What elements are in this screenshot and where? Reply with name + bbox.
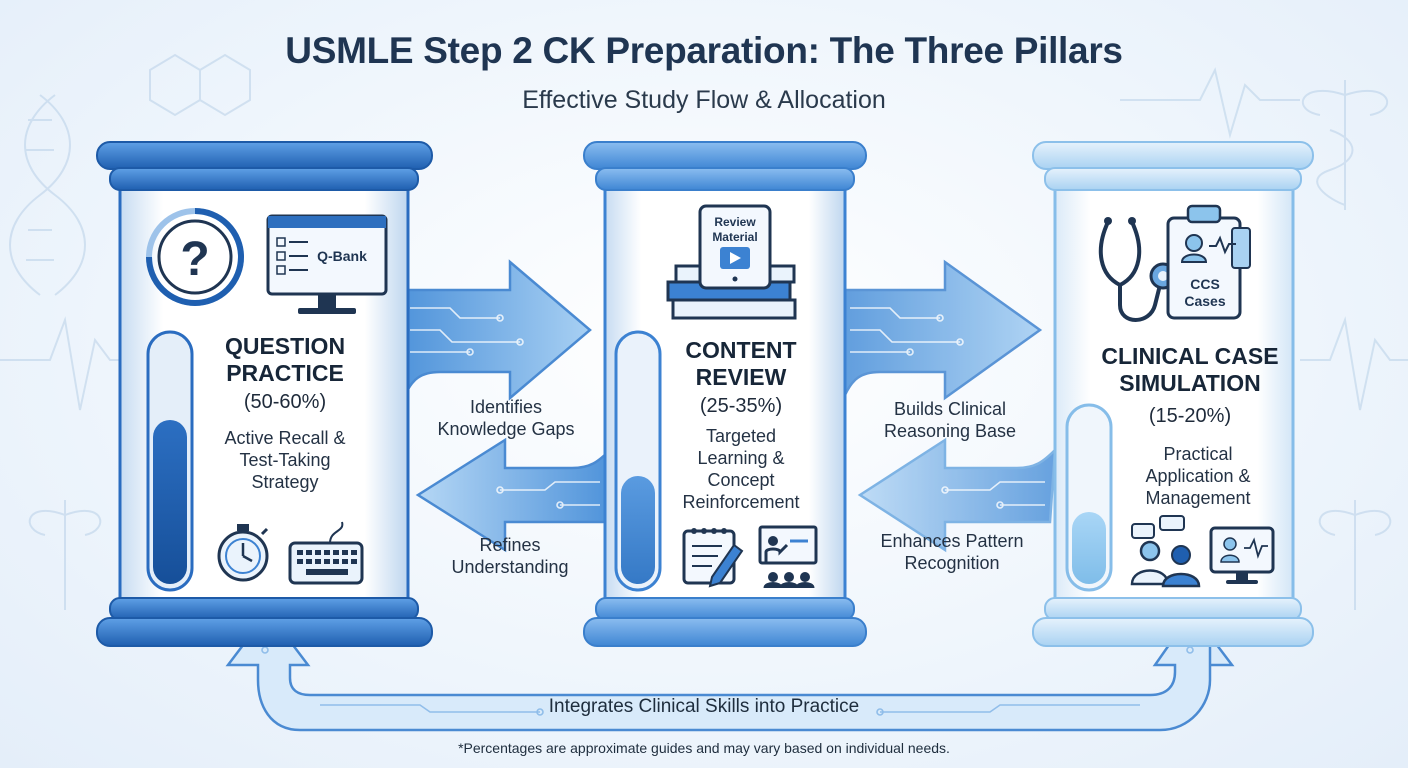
pillar-name-line2: PRACTICE xyxy=(226,360,344,386)
svg-text:?: ? xyxy=(180,233,209,286)
ccs-label-2: Cases xyxy=(1184,293,1225,309)
desc-line: Targeted xyxy=(705,426,777,446)
ccs-label-1: CCS xyxy=(1190,276,1220,292)
review-material-tablet-icon: Review Material xyxy=(666,204,797,320)
pillar-clinical-case-simulation-text: CLINICAL CASE SIMULATION (15-20%) Practi… xyxy=(1090,343,1290,509)
connector-label-ccs-to-qp: Integrates Clinical Skills into Practice xyxy=(548,696,860,717)
arrow-ccs-to-cr xyxy=(857,437,1057,553)
desc-line: Active Recall & xyxy=(224,428,346,448)
connector-line: Recognition xyxy=(904,553,1000,573)
desc-line: Test-Taking xyxy=(239,450,331,470)
connector-line: Refines xyxy=(479,535,541,555)
progress-tube-clinical-case-simulation xyxy=(1065,403,1113,592)
page-title: USMLE Step 2 CK Preparation: The Three P… xyxy=(285,30,1123,71)
notepad-pencil-icon xyxy=(682,528,744,588)
pillar-name-line1: CONTENT xyxy=(685,337,797,363)
progress-tube-question-practice xyxy=(146,330,194,592)
connector-line: Knowledge Gaps xyxy=(437,419,575,439)
keyboard-icon xyxy=(288,521,364,585)
progress-fill-question-practice xyxy=(153,420,187,584)
pillar-name-line2: SIMULATION xyxy=(1119,370,1261,396)
connector-label-cr-to-qp: Refines Understanding xyxy=(425,534,595,578)
stopwatch-icon xyxy=(217,524,269,582)
desc-line: Practical xyxy=(1163,444,1233,464)
desc-line: Concept xyxy=(707,470,775,490)
qbank-label: Q-Bank xyxy=(317,248,367,264)
pillar-description: Active Recall & Test-Taking Strategy xyxy=(200,427,370,493)
connector-line: Reasoning Base xyxy=(883,421,1017,441)
arrow-cr-to-qp xyxy=(415,437,612,553)
page-subtitle: Effective Study Flow & Allocation xyxy=(522,86,886,114)
progress-fill-clinical-case-simulation xyxy=(1072,512,1106,584)
background-decoration xyxy=(0,53,1408,610)
ccs-cases-clipboard-icon: CCS Cases xyxy=(1166,204,1251,320)
connector-label-cr-to-ccs: Builds Clinical Reasoning Base xyxy=(862,398,1038,442)
pillar-name-line1: QUESTION xyxy=(224,333,346,359)
connector-line: Identifies xyxy=(469,397,543,417)
desc-line: Application & xyxy=(1145,466,1251,486)
qbank-monitor-icon: Q-Bank xyxy=(266,214,388,314)
progress-tube-content-review xyxy=(614,330,662,592)
question-mark-icon: ? xyxy=(146,208,244,306)
connector-line: Builds Clinical xyxy=(893,399,1007,419)
arrow-cr-to-ccs xyxy=(838,259,1043,401)
telemedicine-monitor-icon xyxy=(1209,526,1275,584)
pillar-percent: (25-35%) xyxy=(699,395,783,417)
review-material-label-1: Review xyxy=(714,215,756,229)
pillar-content-review-text: CONTENT REVIEW (25-35%) Targeted Learnin… xyxy=(660,337,822,513)
pillar-question-practice-text: QUESTION PRACTICE (50-60%) Active Recall… xyxy=(200,333,370,493)
pillar-percent: (50-60%) xyxy=(243,391,327,413)
desc-line: Learning & xyxy=(697,448,785,468)
arrow-qp-to-cr xyxy=(398,259,592,401)
review-material-label-2: Material xyxy=(712,230,757,244)
connector-line: Understanding xyxy=(451,557,569,577)
pillar-description: Practical Application & Management xyxy=(1090,443,1290,509)
footnote: *Percentages are approximate guides and … xyxy=(458,740,950,756)
progress-fill-content-review xyxy=(621,476,655,584)
connector-label-qp-to-cr: Identifies Knowledge Gaps xyxy=(418,396,594,440)
connector-line: Enhances Pattern xyxy=(880,531,1024,551)
pillar-description: Targeted Learning & Concept Reinforcemen… xyxy=(660,425,822,513)
desc-line: Management xyxy=(1145,488,1251,508)
presentation-board-icon xyxy=(758,525,818,589)
pillar-name-line2: REVIEW xyxy=(695,364,787,390)
doctor-patient-icon xyxy=(1130,515,1201,588)
desc-line: Reinforcement xyxy=(682,492,800,512)
desc-line: Strategy xyxy=(251,472,319,492)
connector-label-ccs-to-cr: Enhances Pattern Recognition xyxy=(862,530,1042,574)
pillar-name-line1: CLINICAL CASE xyxy=(1101,343,1279,369)
pillar-percent: (15-20%) xyxy=(1148,405,1232,427)
